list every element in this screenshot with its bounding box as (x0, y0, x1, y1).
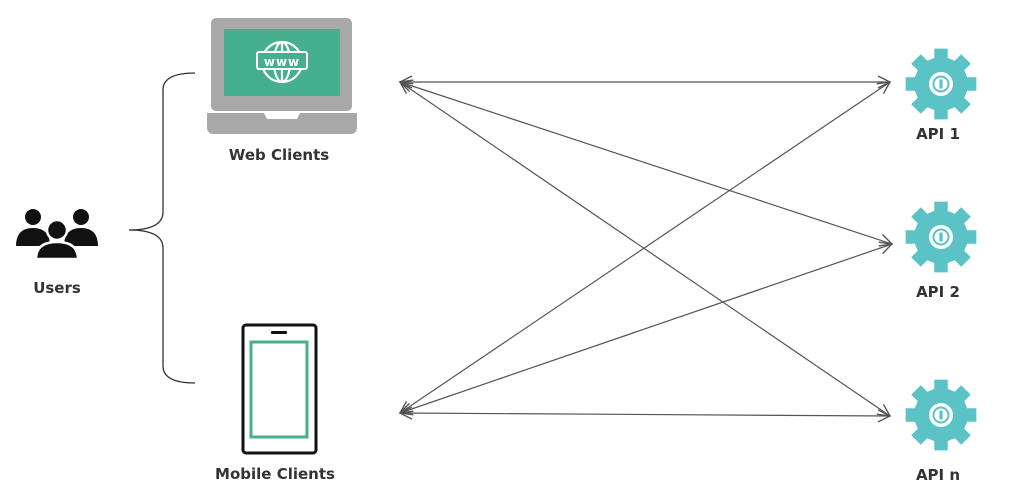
api-symbol-ring (932, 406, 950, 424)
api-n-label: API n (915, 466, 961, 484)
grouping-bracket (128, 72, 196, 384)
users-group-icon (16, 209, 98, 261)
smartphone-icon (241, 323, 318, 455)
web-clients-label: Web Clients (228, 146, 330, 164)
api-2-label: API 2 (916, 283, 960, 301)
api-symbol-ring (932, 75, 950, 93)
api-symbol-bar (939, 410, 943, 420)
api-n-gear-icon (905, 379, 977, 451)
api-symbol-bar (939, 79, 943, 89)
mobile-clients-label: Mobile Clients (215, 465, 335, 483)
edge-mobile-api2 (400, 244, 892, 413)
api-symbol-ring (932, 228, 950, 246)
svg-text:www: www (264, 55, 300, 69)
api-2-gear-icon (905, 201, 977, 273)
users-label: Users (33, 279, 81, 297)
api-1-gear-icon (905, 48, 977, 120)
laptop-globe-icon: www (207, 18, 357, 134)
edge-mobile-api3 (400, 413, 890, 416)
api-1-label: API 1 (916, 125, 960, 143)
api-symbol-bar (939, 232, 943, 242)
edge-web-api2 (400, 82, 892, 244)
